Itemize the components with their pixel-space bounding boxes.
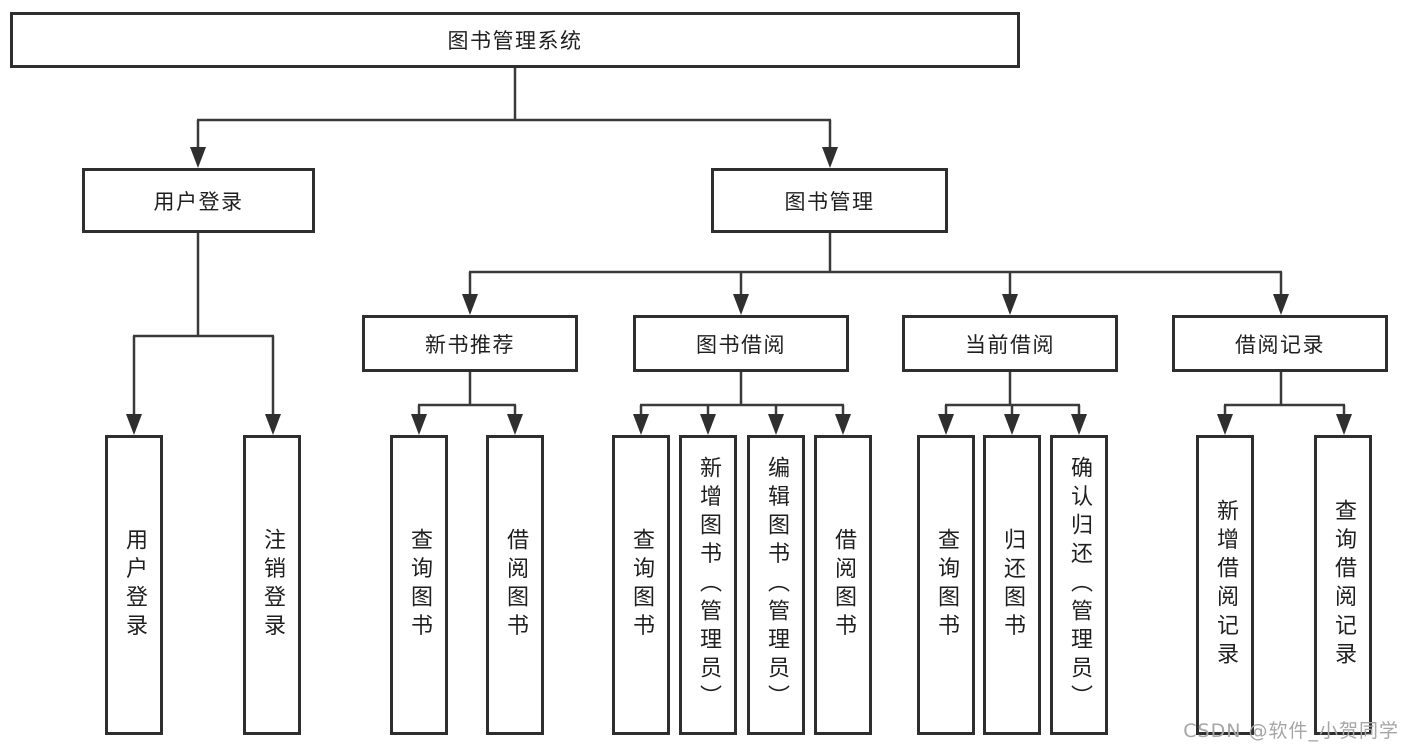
node-new-book-recommend: 新书推荐 — [362, 315, 578, 372]
leaf-borrow-books-recommend: 借阅图书 — [486, 435, 544, 735]
leaf-add-borrow-record: 新增借阅记录 — [1196, 435, 1254, 735]
leaf-borrow-books-borrowing-label: 借阅图书 — [831, 527, 856, 643]
leaf-user-login-label: 用户登录 — [122, 527, 147, 643]
node-borrowing-records-label: 借阅记录 — [1235, 332, 1325, 357]
leaf-query-books-borrowing: 查询图书 — [612, 435, 670, 735]
leaf-confirm-return-admin: 确认归还（管理员） — [1050, 435, 1108, 735]
leaf-borrow-books-borrowing: 借阅图书 — [814, 435, 872, 735]
leaf-query-books-recommend: 查询图书 — [390, 435, 448, 735]
leaf-query-borrow-record: 查询借阅记录 — [1314, 435, 1372, 735]
leaf-add-book-admin-label: 新增图书（管理员） — [696, 456, 721, 714]
leaf-user-login: 用户登录 — [105, 435, 163, 735]
leaf-query-borrow-record-label: 查询借阅记录 — [1331, 499, 1356, 671]
leaf-add-book-admin: 新增图书（管理员） — [679, 435, 737, 735]
leaf-borrow-books-recommend-label: 借阅图书 — [503, 527, 528, 643]
node-current-borrowing: 当前借阅 — [902, 315, 1118, 372]
leaf-edit-book-admin: 编辑图书（管理员） — [747, 435, 805, 735]
leaf-return-books-label: 归还图书 — [1000, 527, 1025, 643]
node-current-borrowing-label: 当前借阅 — [965, 332, 1055, 357]
leaf-query-books-current: 查询图书 — [917, 435, 975, 735]
node-root-label: 图书管理系统 — [447, 29, 583, 53]
leaf-query-books-current-label: 查询图书 — [934, 527, 959, 643]
node-user-login-group: 用户登录 — [82, 168, 315, 233]
node-book-management: 图书管理 — [711, 168, 948, 233]
arrowhead-icons — [126, 147, 1352, 435]
node-new-book-recommend-label: 新书推荐 — [425, 332, 515, 357]
leaf-edit-book-admin-label: 编辑图书（管理员） — [764, 456, 789, 714]
leaf-logout-label: 注销登录 — [260, 527, 285, 643]
leaf-confirm-return-admin-label: 确认归还（管理员） — [1067, 456, 1092, 714]
leaf-query-books-borrowing-label: 查询图书 — [629, 527, 654, 643]
node-user-login-group-label: 用户登录 — [153, 189, 244, 214]
node-book-borrowing: 图书借阅 — [633, 315, 849, 372]
node-book-borrowing-label: 图书借阅 — [696, 332, 786, 357]
node-borrowing-records: 借阅记录 — [1172, 315, 1388, 372]
node-book-management-label: 图书管理 — [784, 189, 875, 214]
leaf-return-books: 归还图书 — [983, 435, 1041, 735]
leaf-logout: 注销登录 — [243, 435, 301, 735]
watermark-text: CSDN @软件_小贺同学 — [1183, 720, 1399, 742]
leaf-add-borrow-record-label: 新增借阅记录 — [1213, 499, 1238, 671]
leaf-query-books-recommend-label: 查询图书 — [407, 527, 432, 643]
node-root: 图书管理系统 — [10, 12, 1020, 68]
